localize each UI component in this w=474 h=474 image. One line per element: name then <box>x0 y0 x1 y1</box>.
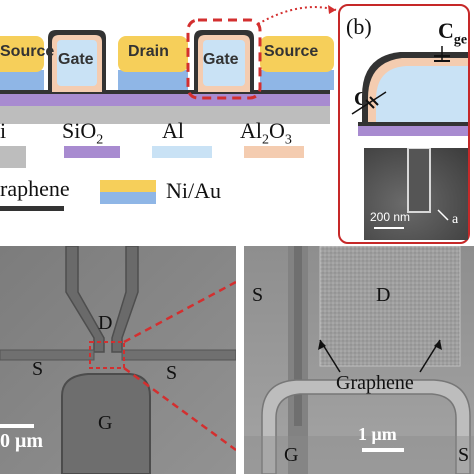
legend-al2o3-sub2: 3 <box>284 132 292 148</box>
panel-c-scale-bar-line <box>0 424 34 428</box>
legend-niau-swatch-blue <box>100 192 156 204</box>
label-source-right: Source <box>264 43 319 60</box>
legend-graphene-label: raphene <box>0 176 70 201</box>
panel-d-drain-pad <box>319 246 461 367</box>
gate-left-al <box>57 40 97 86</box>
cge-main: C <box>438 18 454 43</box>
panel-c-sem-image: D S S G 0 μm <box>0 246 236 474</box>
panel-d-gate-u <box>261 379 471 474</box>
panel-d-label-graphene: Graphene <box>336 372 414 394</box>
label-gate-left: Gate <box>58 51 94 68</box>
panel-d-graphene-channel <box>294 246 302 426</box>
panel-d-label-s-right: S <box>458 444 470 466</box>
detail-sio2 <box>358 126 468 136</box>
panel-c-scale-label: 0 μm <box>0 430 43 452</box>
si-substrate <box>0 106 330 124</box>
gate-right-al <box>203 40 245 86</box>
cge-sub: ge <box>453 32 468 48</box>
source-left-gold <box>0 36 44 72</box>
arrow-graphene-left-head <box>318 340 326 350</box>
lead-top-left <box>65 246 105 353</box>
panel-d-bottom-shade <box>244 436 474 474</box>
panel-b-sem-image: 200 nm a <box>364 148 468 240</box>
legend-al-label: Al <box>162 118 184 143</box>
sem-gate-strip <box>407 148 431 213</box>
legend-al2o3-b: O <box>269 118 285 143</box>
detail-al <box>376 66 468 122</box>
panel-b-arrow-label: a <box>452 212 459 227</box>
lead-right <box>121 349 236 361</box>
legend-sio2-sub: 2 <box>96 132 104 148</box>
legend-si-label: i <box>0 118 7 143</box>
panel-d-label-g: G <box>284 444 299 466</box>
zoom-box-c <box>89 341 125 369</box>
panel-c-label-g: G <box>98 412 113 434</box>
legend-sio2-label: SiO2 <box>62 118 103 148</box>
drain-niau <box>118 70 188 90</box>
arrow-graphene-right-head <box>434 340 442 350</box>
zoom-line-top <box>123 280 236 344</box>
label-gate-right: Gate <box>203 51 239 68</box>
panel-d-sem-image: S D Graphene G S 1 μm <box>244 246 474 474</box>
zoom-arrow <box>257 6 337 25</box>
label-drain: Drain <box>128 43 169 60</box>
panel-d-label-d: D <box>376 284 391 306</box>
panel-b-label: (b) <box>346 14 372 39</box>
source-right-niau <box>260 70 334 90</box>
source-left-niau <box>0 70 44 90</box>
legend-al2o3-swatch <box>244 146 304 158</box>
bottom-pad <box>61 373 151 474</box>
panel-b-inset: (b) Cge Cx <box>338 4 470 244</box>
panel-c-label-s-left: S <box>32 358 44 380</box>
gate-detail-schematic <box>351 46 468 136</box>
panel-b-sem-content <box>364 148 468 240</box>
legend-niau-label: Ni/Au <box>166 178 221 203</box>
legend-al-swatch <box>152 146 212 158</box>
label-source-left: Source <box>0 43 55 60</box>
graphene-layer <box>0 90 330 94</box>
sem-arrow <box>437 209 449 221</box>
panel-d-sem-content <box>244 246 474 474</box>
cx-cap-plate-2 <box>369 96 379 106</box>
legend-si-swatch <box>0 146 26 168</box>
legend-niau-swatch-gold <box>100 180 156 192</box>
legend-al2o3-a: Al <box>240 118 262 143</box>
device-cross-section <box>0 5 337 124</box>
zoom-arrow-head <box>328 5 336 14</box>
panel-c-label-d: D <box>98 312 113 334</box>
panel-a-schematic: Source Gate Drain Gate Source i SiO2 Al … <box>0 0 340 240</box>
source-right-gold <box>260 36 334 72</box>
panel-c-label-s-right: S <box>166 362 178 384</box>
panel-d-scale-bar-line <box>362 448 404 452</box>
panel-d-scale-label: 1 μm <box>358 424 397 444</box>
lead-left <box>0 349 95 361</box>
detail-graphene <box>358 122 468 126</box>
gate-highlight-box <box>186 18 262 100</box>
drain-gold <box>118 36 188 72</box>
panel-c-sem-content <box>0 246 236 474</box>
cge-label: Cge <box>438 18 467 48</box>
legend-sio2-base: SiO <box>62 118 97 143</box>
legend-al2o3-sub1: 2 <box>262 132 269 148</box>
panel-d-label-s: S <box>252 284 264 306</box>
legend-graphene-swatch <box>0 206 64 211</box>
legend-al2o3-label: Al2O3 <box>240 118 292 148</box>
sio2-layer <box>0 94 330 106</box>
legend-sio2-swatch <box>64 146 120 158</box>
cx-cap-plate-1 <box>365 99 375 109</box>
panel-b-scale-label: 200 nm <box>370 210 411 224</box>
